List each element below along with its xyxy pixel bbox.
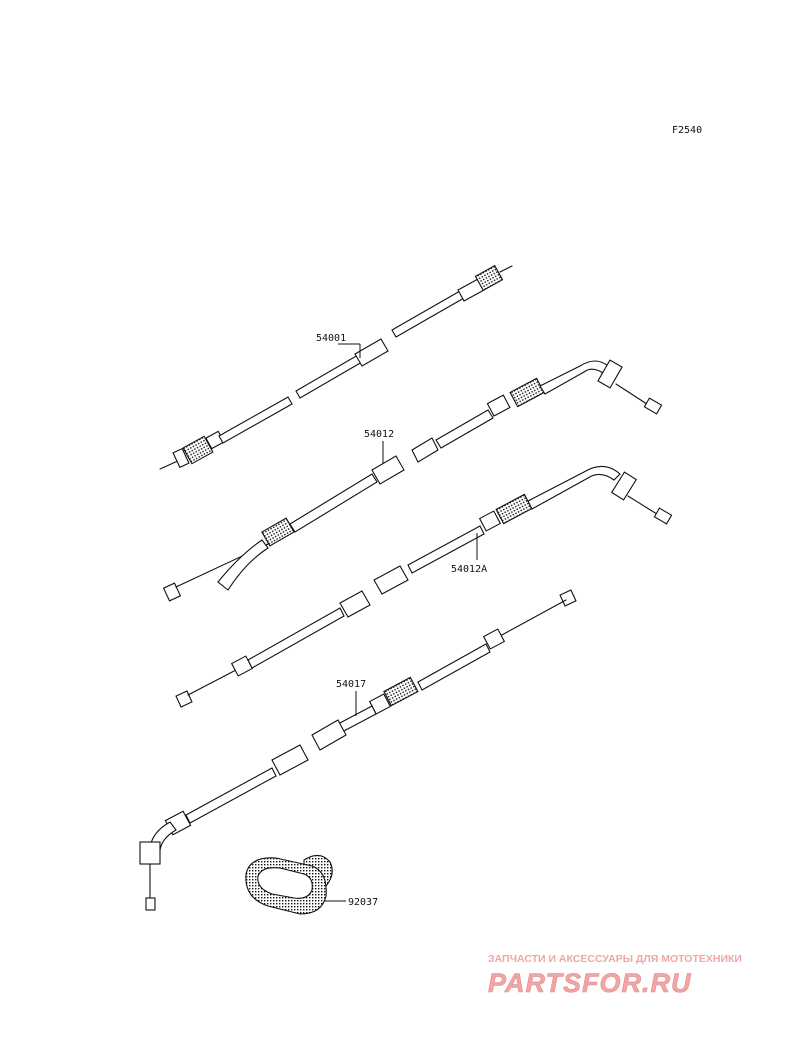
- part-number-54017: 54017: [336, 679, 366, 690]
- grommet-92037: [245, 854, 333, 915]
- part-number-54001: 54001: [316, 333, 346, 344]
- watermark: ЗАПЧАСТИ И АКСЕССУАРЫ ДЛЯ МОТОТЕХНИКИ PA…: [488, 953, 742, 998]
- watermark-tagline: ЗАПЧАСТИ И АКСЕССУАРЫ ДЛЯ МОТОТЕХНИКИ: [488, 953, 742, 965]
- cable-54017: [139, 589, 577, 911]
- cable-54001: [159, 264, 513, 470]
- watermark-logo: PARTSFOR.RU: [488, 968, 692, 998]
- part-number-92037: 92037: [348, 897, 378, 908]
- figure-code: F2540: [672, 125, 702, 136]
- part-number-54012a: 54012A: [451, 564, 487, 575]
- cable-54012: [162, 359, 663, 602]
- cable-54012a: [175, 465, 673, 708]
- part-number-54012: 54012: [364, 429, 394, 440]
